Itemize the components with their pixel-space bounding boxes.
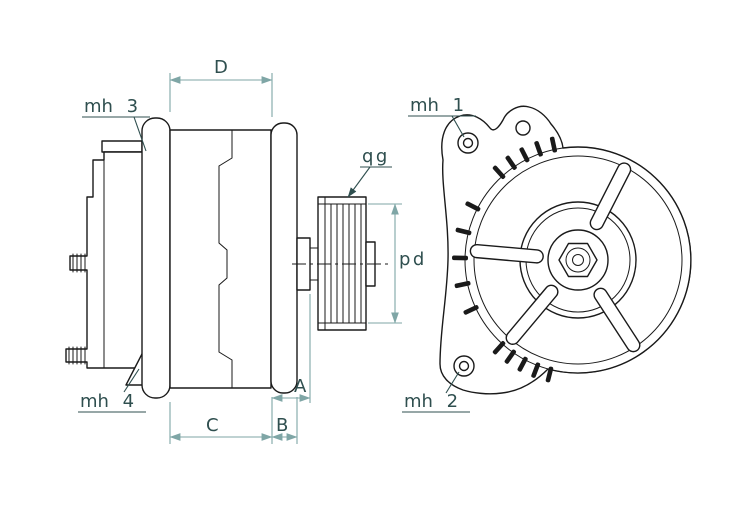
- spoke: [469, 243, 544, 264]
- vent-slot: [455, 227, 472, 236]
- vent-slot: [465, 201, 481, 212]
- mh1-label: mh 1: [410, 95, 464, 116]
- vent-slot: [463, 305, 479, 315]
- dimension-C: C: [169, 397, 273, 444]
- nut-chamfer-circle: [565, 247, 591, 273]
- spoke: [589, 162, 632, 231]
- vent-slot: [452, 255, 469, 261]
- dimension-A: A: [271, 294, 311, 403]
- dim-b-label: B: [276, 415, 288, 436]
- mounting-hole-2-bore: [458, 360, 470, 372]
- qg-label: qg: [362, 146, 390, 167]
- vent-slot: [492, 341, 506, 355]
- mh4-label: mh 4: [80, 391, 134, 412]
- mounting-hole-1-bore: [462, 137, 474, 149]
- mh3-label: mh 3: [84, 96, 138, 117]
- vent-slot: [545, 366, 554, 383]
- mounting-hole-1: [457, 132, 479, 154]
- callout-mh4: mh 4: [78, 368, 146, 413]
- pulley-side: [317, 196, 376, 331]
- front-bracket-plate: [141, 117, 171, 399]
- mounting-hole-2: [453, 355, 475, 377]
- stator-body: [169, 129, 272, 389]
- drive-end-flange: [270, 122, 298, 394]
- vent-slot: [531, 362, 541, 378]
- body-contour: [218, 129, 233, 389]
- vent-slot: [517, 356, 528, 372]
- callout-qg: qg: [347, 146, 392, 198]
- terminal-block: [101, 140, 143, 153]
- mh2-label: mh 2: [404, 391, 458, 412]
- dim-a-label: A: [294, 376, 307, 397]
- spoke: [505, 284, 559, 345]
- shaft-end-circle: [572, 254, 584, 266]
- vent-slot: [505, 155, 517, 170]
- vent-slot: [519, 147, 530, 163]
- dimensions: D C B A pd: [169, 57, 427, 444]
- spoke: [593, 287, 641, 353]
- shaft-nut: [558, 242, 598, 278]
- pd-label: pd: [399, 249, 427, 270]
- dim-d-label: D: [214, 57, 228, 78]
- vent-slot: [454, 280, 471, 289]
- vent-slot: [492, 165, 506, 179]
- callouts: mh 3 mh 4 qg mh 1 mh 2: [78, 95, 476, 413]
- hex-nut: [558, 242, 598, 278]
- alternator-side-view: [65, 117, 390, 399]
- pulley-outline: [317, 196, 367, 331]
- housing-inner-circle: [473, 155, 683, 365]
- dimension-pd: pd: [368, 203, 427, 324]
- vent-slots: [452, 136, 558, 383]
- callout-mh3: mh 3: [82, 96, 150, 152]
- vent-slot: [504, 349, 517, 364]
- dimension-D: D: [169, 57, 273, 117]
- fan-spokes: [469, 162, 641, 353]
- vent-slot: [534, 141, 543, 157]
- callout-mh2: mh 2: [402, 371, 470, 413]
- dim-c-label: C: [206, 415, 219, 436]
- upper-lug-hole: [515, 120, 531, 136]
- alternator-front-view: [439, 105, 692, 395]
- stud-thread-hatch: [68, 253, 86, 365]
- dimension-B: B: [271, 397, 298, 444]
- pulley-hub-circle: [547, 229, 609, 291]
- callout-mh1: mh 1: [408, 95, 476, 138]
- vent-slot: [549, 136, 558, 153]
